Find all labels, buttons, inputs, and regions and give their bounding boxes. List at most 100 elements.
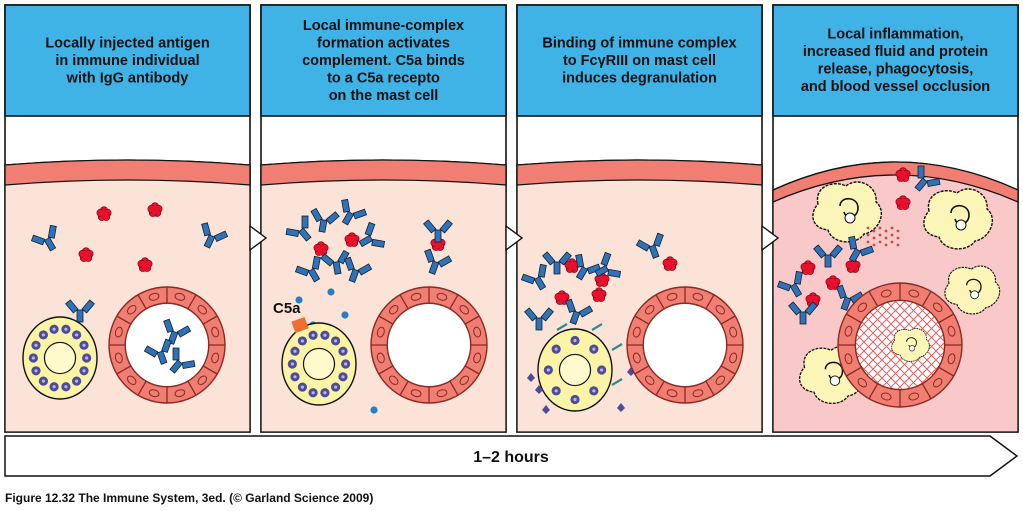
antigen <box>564 258 580 273</box>
antigen <box>662 256 678 271</box>
antibody <box>594 251 622 278</box>
released-fluid-dot <box>896 236 900 240</box>
panel-title-line: complement. C5a binds <box>302 53 465 69</box>
antibody <box>635 232 664 259</box>
released-fluid-dot <box>872 229 876 233</box>
step-arrow <box>249 224 268 252</box>
c5a-receptor <box>291 316 309 334</box>
step-arrow <box>761 224 780 252</box>
antibody <box>201 222 229 249</box>
mast-cell <box>537 328 613 412</box>
antibody <box>575 253 602 281</box>
c5a-molecule <box>341 311 349 319</box>
panel-header <box>260 4 507 117</box>
antibody <box>294 255 321 283</box>
phagocyte <box>891 328 930 362</box>
antibody <box>542 251 572 275</box>
panel-title-line: Local inflammation, <box>827 27 963 43</box>
antibody <box>341 198 368 226</box>
antigen <box>137 257 153 272</box>
released-fluid-dot <box>890 240 894 244</box>
phagocyte <box>923 188 993 250</box>
fc-receptor <box>591 323 603 331</box>
panel-title-line: Local immune-complex <box>303 18 464 34</box>
phagocyte <box>944 265 1001 315</box>
blood-vessel <box>626 286 744 404</box>
released-fluid-dot <box>878 233 882 237</box>
released-granule <box>535 385 543 394</box>
antigen <box>78 247 94 262</box>
panel-header <box>772 4 1019 117</box>
fc-receptor <box>611 343 623 351</box>
antigen <box>344 232 360 247</box>
panel-title-line: induces degranulation <box>562 70 717 86</box>
antibody <box>813 244 843 268</box>
antibody <box>848 235 875 263</box>
antigen <box>594 272 610 287</box>
fc-receptor <box>556 323 568 331</box>
panel-title-line: formation activates <box>317 35 450 51</box>
released-fluid-dot <box>896 229 900 233</box>
antigen <box>96 206 112 221</box>
released-fluid-dot <box>878 240 882 244</box>
c5a-molecule <box>327 288 335 296</box>
panel-title-line: on the mast cell <box>329 88 439 104</box>
blood-vessel <box>370 286 488 404</box>
panel-title-line: release, phagocytosis, <box>818 62 974 78</box>
phagocyte <box>812 181 882 243</box>
released-fluid-dot <box>890 233 894 237</box>
panel-title-line: to a C5a recepto <box>327 70 440 86</box>
released-fluid-dot <box>866 240 870 244</box>
released-fluid-dot <box>896 243 900 247</box>
antibody <box>565 298 594 325</box>
panel-header <box>4 4 251 117</box>
released-granule <box>617 403 625 412</box>
antibody <box>143 338 172 365</box>
panel-title-line: with IgG antibody <box>66 70 189 86</box>
panel-title-line: Locally injected antigen <box>45 35 209 51</box>
released-fluid-dot <box>884 229 888 233</box>
c5a-molecule <box>370 406 378 414</box>
released-fluid-dot <box>866 226 870 230</box>
antibody <box>358 221 386 248</box>
antibody <box>310 207 340 233</box>
panel-title-line: to FcγRIII on mast cell <box>563 53 716 69</box>
panel-title-line: and blood vessel occlusion <box>801 79 990 95</box>
antibody <box>320 249 350 275</box>
antigen <box>800 260 816 275</box>
antigen <box>895 167 911 182</box>
step-arrow <box>505 224 524 252</box>
released-fluid-dot <box>866 233 870 237</box>
antibody <box>65 299 95 323</box>
c5a-label: C5a <box>273 300 301 317</box>
antigen <box>147 202 163 217</box>
panels: Locally injected antigen in immune indivi… <box>4 4 1019 433</box>
timeline-label: 1–2 hours <box>473 449 549 466</box>
panel-title-line: in immune individual <box>55 53 199 69</box>
released-fluid-dot <box>878 226 882 230</box>
released-granule <box>627 367 635 376</box>
antibody <box>423 219 453 243</box>
antibody <box>524 307 554 331</box>
antigen <box>895 195 911 210</box>
figure-caption: Figure 12.32 The Immune System, 3ed. (© … <box>5 491 374 505</box>
antibody <box>776 270 803 298</box>
skin-layer <box>260 159 507 186</box>
mast-cell <box>22 316 98 400</box>
released-fluid-dot <box>884 236 888 240</box>
released-fluid-dot <box>884 243 888 247</box>
skin-layer <box>772 161 1019 203</box>
skin-layer <box>4 159 251 186</box>
mast-cell <box>281 322 357 406</box>
antibody <box>424 248 453 275</box>
released-fluid-dot <box>872 243 876 247</box>
antibody <box>30 224 57 252</box>
released-granule <box>542 405 550 414</box>
antibody <box>285 215 312 242</box>
antigen <box>591 287 607 302</box>
released-fluid-dot <box>872 236 876 240</box>
panel-1: Locally injected antigen in immune indivi… <box>4 4 251 433</box>
